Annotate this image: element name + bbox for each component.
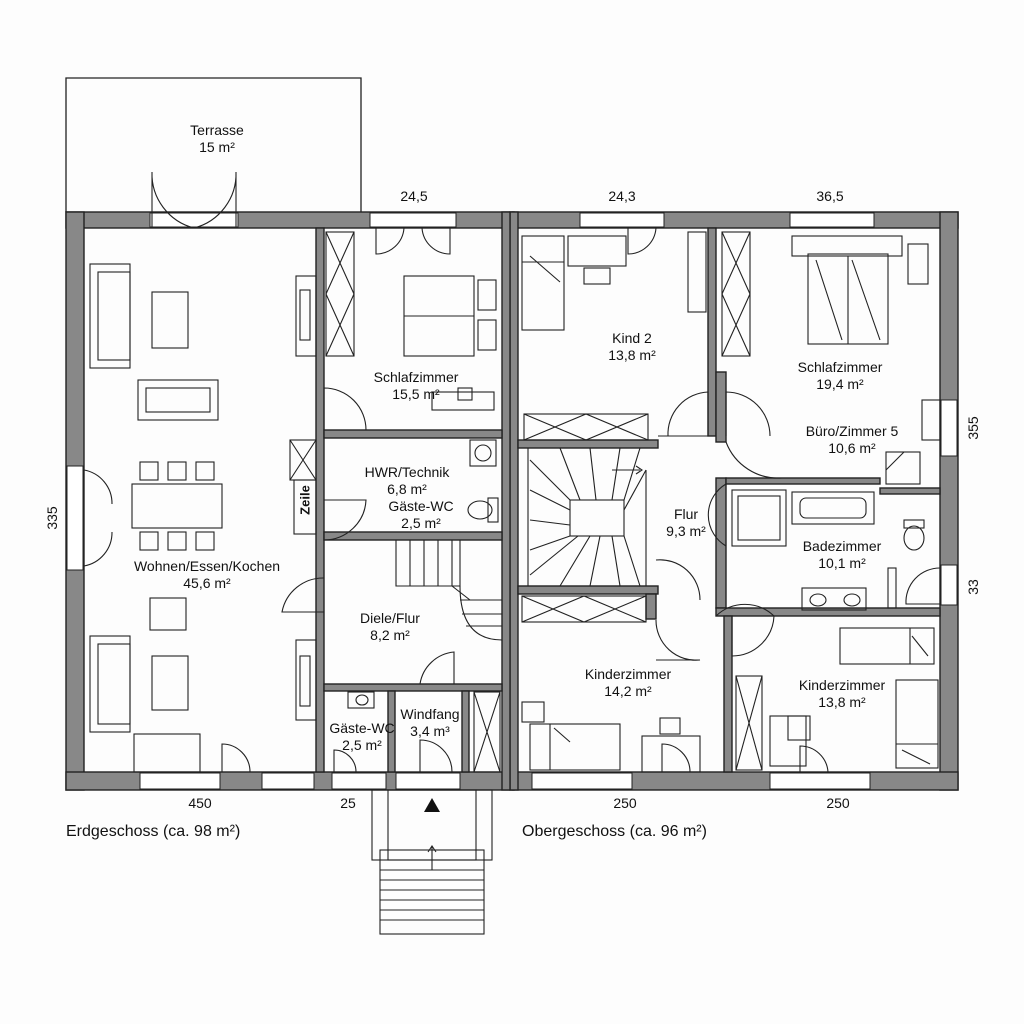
room-area: 10,6 m² [828, 440, 876, 456]
room-area: 45,6 m² [183, 575, 231, 591]
room-area: 3,4 m³ [410, 723, 450, 739]
room-buero: Büro/Zimmer 5 10,6 m² [806, 423, 899, 457]
room-name: Terrasse [190, 122, 244, 138]
room-area: 19,4 m² [816, 376, 864, 392]
room-diele: Diele/Flur 8,2 m² [360, 610, 420, 644]
room-area: 8,2 m² [370, 627, 410, 643]
caption-obergeschoss: Obergeschoss (ca. 96 m²) [522, 823, 707, 840]
room-kinder-1: Kinderzimmer 14,2 m² [585, 666, 671, 700]
entrance-arrow-icon [424, 798, 440, 812]
dimension-right-2: 33 [965, 579, 981, 595]
room-name: Gäste-WC [388, 498, 454, 514]
room-gaeste-wc-2: Gäste-WC 2,5 m² [329, 720, 394, 754]
room-wohnen: Wohnen/Essen/Kochen 45,6 m² [134, 558, 280, 592]
zeile-label: Zeile [297, 485, 313, 515]
dimension-top-2: 24,3 [608, 188, 636, 204]
caption-erdgeschoss: Erdgeschoss (ca. 98 m²) [66, 823, 241, 840]
room-schlaf-eg: Schlafzimmer 15,5 m² [374, 369, 459, 403]
stairs-og [527, 447, 647, 587]
room-area: 13,8 m² [818, 694, 866, 710]
room-name: HWR/Technik [364, 464, 450, 480]
dimension-right-1: 355 [965, 416, 981, 440]
dimension-bottom-4: 250 [826, 795, 850, 811]
room-name: Wohnen/Essen/Kochen [133, 558, 281, 574]
room-name: Kinderzimmer [584, 666, 672, 682]
dimension-top-3: 36,5 [816, 188, 844, 204]
room-terrasse: Terrasse 15 m² [190, 122, 244, 156]
room-kind2: Kind 2 13,8 m² [608, 330, 655, 364]
room-windfang: Windfang 3,4 m³ [400, 706, 459, 740]
stairs-eg [395, 540, 503, 641]
room-gaeste-wc-1: Gäste-WC 2,5 m² [388, 498, 453, 532]
room-name: Windfang [400, 706, 460, 722]
room-bad: Badezimmer 10,1 m² [803, 538, 882, 572]
room-kinder-2: Kinderzimmer 13,8 m² [799, 677, 885, 711]
furniture [83, 171, 941, 935]
room-name: Gäste-WC [329, 720, 395, 736]
room-name: Kind 2 [612, 330, 652, 346]
room-area: 15,5 m² [392, 386, 440, 402]
room-hwr: HWR/Technik 6,8 m² [365, 464, 450, 498]
room-name: Kinderzimmer [798, 677, 886, 693]
room-name: Büro/Zimmer 5 [805, 423, 899, 439]
room-schlaf-og: Schlafzimmer 19,4 m² [798, 359, 883, 393]
room-name: Schlafzimmer [797, 359, 883, 375]
room-name: Badezimmer [802, 538, 882, 554]
room-area: 9,3 m² [666, 523, 706, 539]
dimension-bottom-1: 450 [188, 795, 212, 811]
room-name: Schlafzimmer [373, 369, 459, 385]
room-area: 15 m² [199, 139, 235, 155]
room-name: Flur [673, 506, 699, 522]
room-flur: Flur 9,3 m² [666, 506, 706, 540]
room-name: Diele/Flur [360, 610, 420, 626]
room-area: 14,2 m² [604, 683, 652, 699]
room-area: 13,8 m² [608, 347, 656, 363]
room-area: 10,1 m² [818, 555, 866, 571]
dimension-bottom-3: 250 [613, 795, 637, 811]
dimension-left-1: 335 [44, 506, 60, 530]
room-area: 2,5 m² [342, 737, 382, 753]
dimension-top-1: 24,5 [400, 188, 428, 204]
room-area: 6,8 m² [387, 481, 427, 497]
dimension-bottom-2: 25 [340, 795, 356, 811]
terrace-outline [65, 77, 362, 212]
room-area: 2,5 m² [401, 515, 441, 531]
